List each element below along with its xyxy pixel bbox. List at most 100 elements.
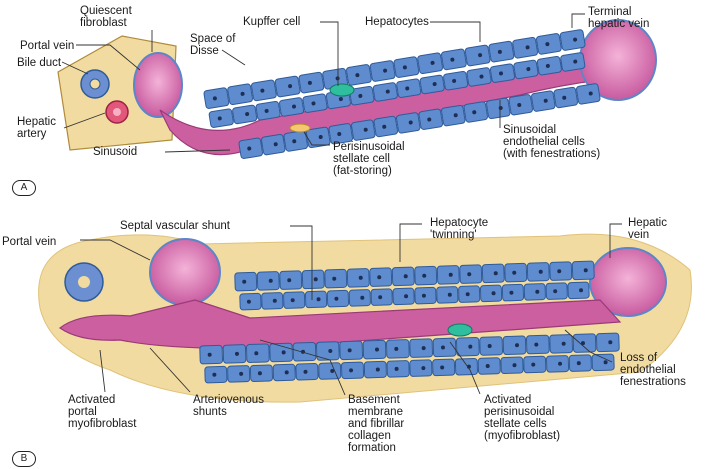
hepatocyte-cell (275, 76, 301, 97)
stellate-cell-shape (290, 124, 310, 132)
label-hepatocytes: Hepatocytes (365, 16, 429, 28)
panel-b-tag: B (12, 451, 36, 467)
label-kupffer-cell: Kupffer cell (243, 16, 300, 28)
hepatocyte-cell (502, 284, 523, 301)
hepatocyte-cell (393, 288, 414, 305)
hepatocyte-cell (370, 268, 392, 287)
hepatocyte-cell (283, 292, 304, 309)
hepatocyte-cell (346, 64, 372, 85)
hepatocyte-cell (340, 341, 363, 360)
label-activated-stellate-cells: Activated perisinusoidal stellate cells … (484, 394, 560, 442)
hepatocyte-cell (480, 285, 501, 302)
label-sinusoidal-endothelial-cells: Sinusoidal endothelial cells (with fenes… (503, 124, 600, 160)
hepatocyte-cell (209, 109, 234, 128)
hepatocyte-cell (526, 335, 549, 354)
hepatocyte-cell (257, 272, 279, 291)
hepatocyte-cell (250, 365, 272, 382)
hepatocyte-cell (433, 338, 456, 357)
panel-b-illustration (39, 234, 692, 402)
hepatocyte-cell (232, 105, 257, 124)
hepatocyte-cell (273, 364, 295, 381)
hepatocyte-cell (455, 358, 477, 375)
label-septal-vascular-shunt: Septal vascular shunt (120, 220, 230, 232)
label-space-of-disse: Space of Disse (190, 33, 235, 57)
hepatocyte-cell (509, 94, 533, 115)
label-terminal-hepatic-vein: Terminal hepatic vein (588, 6, 649, 30)
hepatocyte-cell (478, 358, 500, 375)
hepatocyte-cell (456, 337, 479, 356)
hepatocyte-cell (546, 355, 568, 372)
hepatocyte-cell (302, 94, 327, 113)
label-hepatic-vein-b: Hepatic vein (628, 217, 667, 241)
hepatocyte-cell (394, 56, 420, 77)
label-quiescent-fibroblast: Quiescent fibroblast (80, 5, 132, 29)
hepatocyte-cell (419, 109, 443, 130)
hepatocyte-cell (280, 271, 302, 290)
hepatocyte-cell (370, 60, 396, 81)
hepatocyte-cell (415, 266, 437, 285)
label-sinusoid: Sinusoid (93, 146, 137, 158)
hepatocyte-cell (246, 344, 269, 363)
label-hepatocyte-twinning: Hepatocyte 'twinning' (430, 217, 488, 241)
hepatocyte-cell (371, 289, 392, 306)
hepatic-artery (106, 101, 128, 123)
hepatocyte-cell (396, 112, 420, 133)
hepatocyte-cell (305, 291, 326, 308)
bile-duct-b (65, 263, 103, 301)
hepatocyte-cell (441, 105, 465, 126)
hepatocyte-cell (486, 98, 510, 119)
hepatocyte-cell (327, 290, 348, 307)
hepatocyte-cell (490, 64, 515, 83)
hepatocyte-cell (347, 269, 369, 288)
hepatocyte-cell (387, 361, 409, 378)
label-portal-vein-a: Portal vein (20, 40, 74, 52)
hepatocyte-cell (550, 262, 572, 281)
hepatocyte-cell (573, 334, 596, 353)
hepatocyte-cell (392, 267, 414, 286)
hepatocyte-cell (299, 72, 325, 93)
hepatocyte-cell (592, 354, 614, 371)
hepatocyte-cell (531, 91, 555, 112)
hepatocyte-cell (480, 337, 503, 356)
hepatocyte-cell (524, 356, 546, 373)
hepatocyte-cell (569, 355, 591, 372)
hepatocyte-cell (536, 33, 562, 54)
hepatocyte-cell (325, 269, 347, 288)
hepatocyte-cell (349, 290, 370, 307)
hepatocyte-cell (262, 293, 283, 310)
hepatocyte-cell (527, 263, 549, 282)
hepatocyte-cell (296, 363, 318, 380)
hepatocyte-cell (537, 56, 562, 75)
hepatocyte-cell (205, 366, 227, 383)
label-hepatic-artery: Hepatic artery (17, 116, 56, 140)
hepatocyte-cell (501, 357, 523, 374)
hepatocyte-cell (560, 29, 586, 50)
kupffer-cell-b (448, 324, 472, 336)
hepatocyte-cell (513, 60, 538, 79)
hepatocyte-cell (568, 282, 589, 299)
hepatocyte-cell (458, 286, 479, 303)
hepatocyte-cell (546, 283, 567, 300)
hepatocyte-cell (437, 287, 458, 304)
portal-vein-a (134, 53, 182, 117)
hepatocyte-cell (261, 134, 285, 155)
hepatocyte-cell (560, 52, 585, 71)
panel-a-tag: A (12, 180, 36, 196)
kupffer-cell-shape (330, 84, 354, 96)
hepatocyte-cell (465, 45, 491, 66)
hepatocyte-cell (503, 336, 526, 355)
hepatocyte-cell (374, 116, 398, 137)
hepatocyte-cell (441, 49, 467, 70)
hepatocyte-cell (433, 359, 455, 376)
label-perisinusoidal-stellate-cell: Perisinusoidal stellate cell (fat-storin… (333, 141, 405, 177)
hepatocyte-cell (437, 266, 459, 285)
hepatocyte-cell (364, 361, 386, 378)
label-basement-membrane: Basement membrane and fibrillar collagen… (348, 394, 404, 454)
hepatocyte-cell (223, 345, 246, 364)
hepatocyte-cell (396, 79, 421, 98)
hepatocyte-cell (351, 120, 375, 141)
hepatocyte-cell (341, 362, 363, 379)
hepatocyte-cell (460, 265, 482, 284)
hepatocyte-cell (572, 261, 594, 280)
hepatocyte-cell (293, 342, 316, 361)
